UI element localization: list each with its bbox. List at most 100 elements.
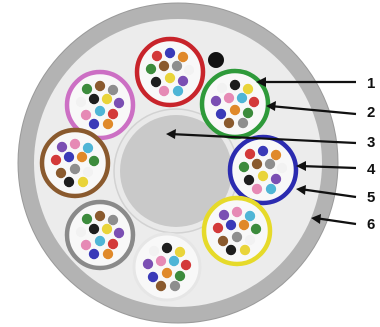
fiber bbox=[216, 82, 228, 94]
fiber bbox=[80, 109, 92, 121]
fiber bbox=[82, 142, 94, 154]
fiber bbox=[244, 210, 256, 222]
fiber bbox=[231, 206, 243, 218]
fiber bbox=[229, 104, 241, 116]
fiber bbox=[142, 258, 154, 270]
fiber bbox=[168, 255, 180, 267]
fiber bbox=[164, 47, 176, 59]
callout-label-4: 4 bbox=[367, 161, 376, 178]
fiber bbox=[88, 223, 100, 235]
fiber bbox=[237, 117, 249, 129]
fiber bbox=[212, 222, 224, 234]
fiber bbox=[180, 259, 192, 271]
fiber bbox=[171, 60, 183, 72]
fiber bbox=[164, 72, 176, 84]
callout-lines bbox=[166, 77, 357, 226]
fiber bbox=[225, 244, 237, 256]
buffer-tube-brown bbox=[39, 127, 111, 199]
fiber bbox=[215, 108, 227, 120]
fiber bbox=[161, 267, 173, 279]
fiber bbox=[88, 118, 100, 130]
fiber bbox=[242, 83, 254, 95]
fiber bbox=[102, 118, 114, 130]
fiber bbox=[145, 63, 157, 75]
fiber bbox=[107, 108, 119, 120]
ripcord bbox=[208, 52, 224, 68]
fiber bbox=[69, 138, 81, 150]
buffer-tube-yellow bbox=[201, 195, 273, 267]
fiber bbox=[113, 227, 125, 239]
fiber bbox=[250, 223, 262, 235]
fiber bbox=[177, 51, 189, 63]
callout-3-line bbox=[169, 132, 357, 145]
buffer-tube-blue bbox=[227, 134, 299, 206]
fiber bbox=[69, 163, 81, 175]
fiber bbox=[264, 158, 276, 170]
fiber bbox=[88, 248, 100, 260]
callout-label-2: 2 bbox=[367, 104, 375, 121]
fiber bbox=[265, 183, 277, 195]
fiber bbox=[155, 280, 167, 292]
fiber bbox=[210, 95, 222, 107]
fiber bbox=[107, 84, 119, 96]
fiber bbox=[158, 85, 170, 97]
callout-1-arrowhead bbox=[256, 77, 266, 87]
fiber bbox=[238, 219, 250, 231]
fiber bbox=[251, 183, 263, 195]
fiber bbox=[276, 162, 288, 174]
fiber bbox=[148, 245, 160, 257]
fiber bbox=[244, 234, 256, 246]
fiber bbox=[231, 231, 243, 243]
fiber bbox=[113, 97, 125, 109]
fiber bbox=[101, 223, 113, 235]
buffer-tube-green bbox=[199, 68, 271, 140]
fiber bbox=[81, 83, 93, 95]
callout-label-6: 6 bbox=[367, 216, 375, 233]
fiber bbox=[94, 235, 106, 247]
callout-label-1: 1 bbox=[367, 75, 375, 92]
fiber bbox=[107, 214, 119, 226]
fiber bbox=[244, 148, 256, 160]
callout-label-3: 3 bbox=[367, 134, 375, 151]
fiber bbox=[270, 173, 282, 185]
fiber bbox=[174, 270, 186, 282]
fiber bbox=[161, 242, 173, 254]
fiber bbox=[270, 149, 282, 161]
fiber bbox=[88, 93, 100, 105]
fiber bbox=[158, 60, 170, 72]
buffer-tube-red bbox=[134, 36, 206, 108]
fiber bbox=[80, 239, 92, 251]
fiber bbox=[76, 151, 88, 163]
fiber bbox=[217, 235, 229, 247]
fiber bbox=[257, 145, 269, 157]
buffer-tube-violet bbox=[64, 69, 136, 141]
fiber bbox=[172, 85, 184, 97]
fiber bbox=[107, 238, 119, 250]
fiber bbox=[101, 93, 113, 105]
fiber bbox=[94, 210, 106, 222]
fiber bbox=[238, 161, 250, 173]
buffer-tube-gray bbox=[64, 199, 136, 271]
callout-6-line bbox=[314, 216, 357, 226]
fiber bbox=[229, 79, 241, 91]
fiber bbox=[236, 92, 248, 104]
fiber bbox=[50, 154, 62, 166]
fiber bbox=[177, 75, 189, 87]
callout-5-line bbox=[299, 187, 357, 199]
fiber bbox=[63, 151, 75, 163]
central-member bbox=[120, 115, 232, 227]
fiber bbox=[257, 170, 269, 182]
fiber bbox=[239, 244, 251, 256]
callout-5-arrowhead bbox=[296, 185, 306, 195]
buffer-tubes bbox=[39, 36, 299, 302]
fiber bbox=[150, 76, 162, 88]
fiber bbox=[88, 155, 100, 167]
fiber bbox=[63, 176, 75, 188]
fiber bbox=[102, 248, 114, 260]
callout-3-arrowhead bbox=[166, 129, 176, 139]
fiber bbox=[56, 141, 68, 153]
fiber bbox=[243, 174, 255, 186]
buffer-tube-white bbox=[132, 232, 202, 302]
fiber bbox=[183, 64, 195, 76]
